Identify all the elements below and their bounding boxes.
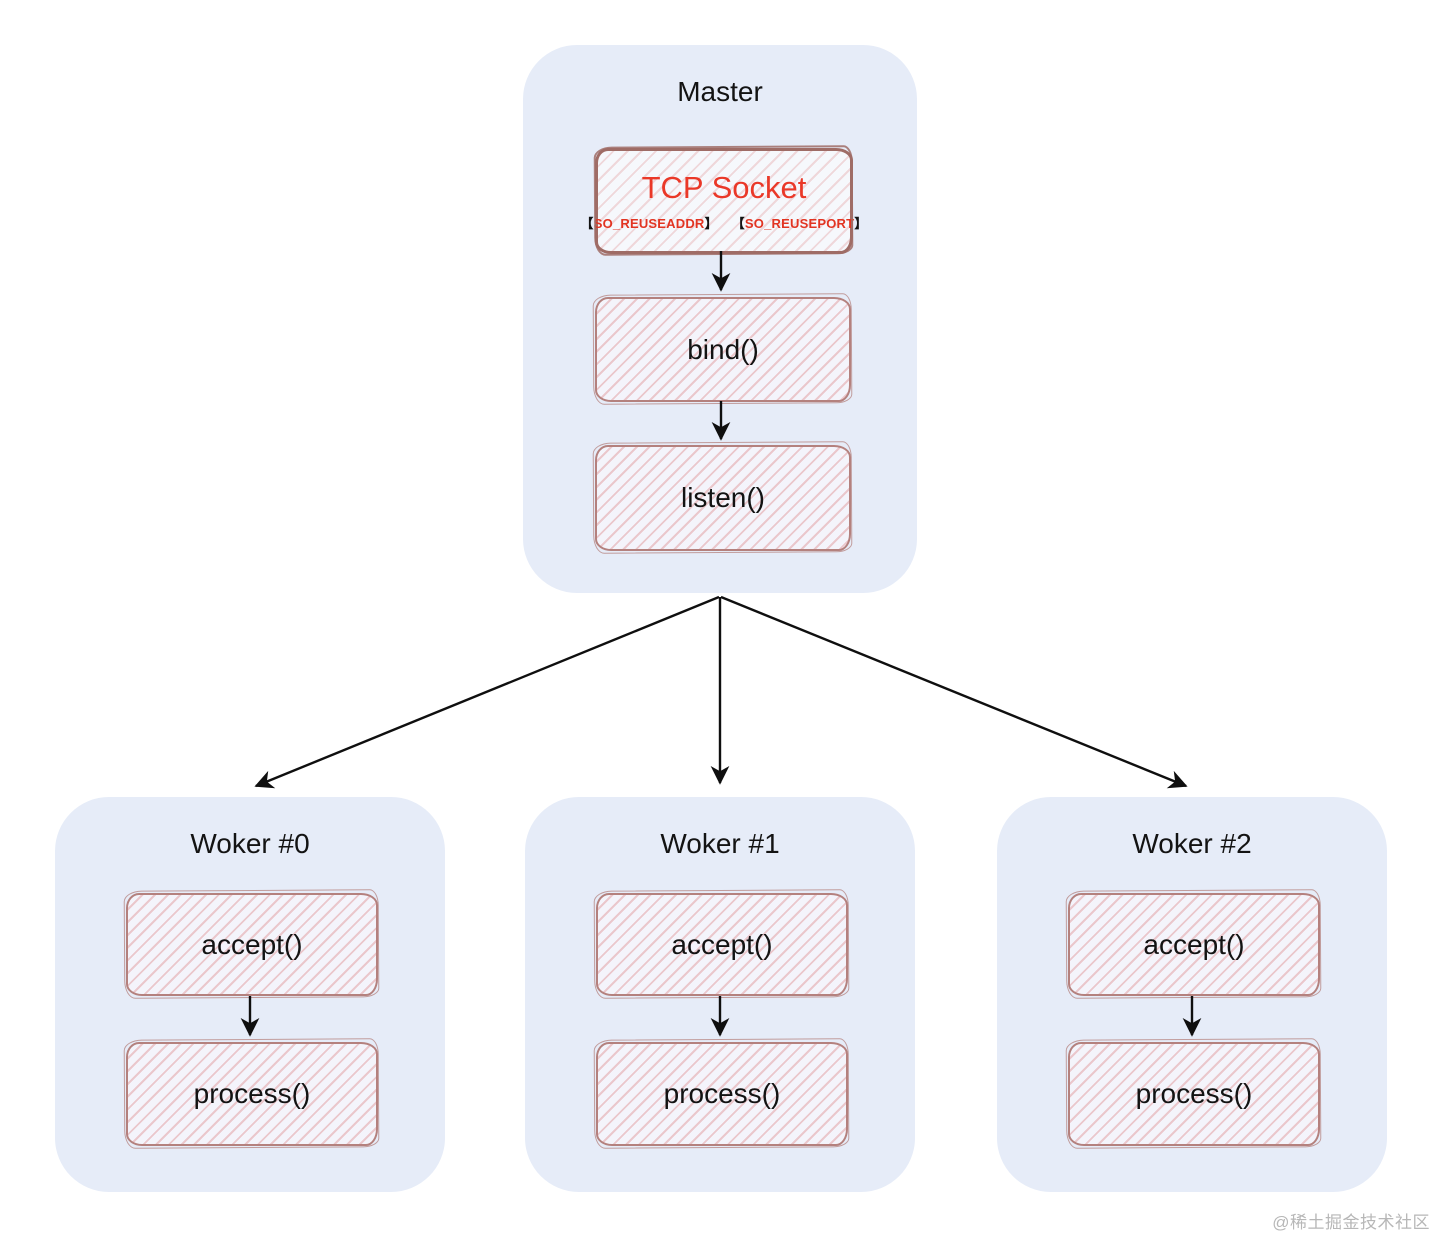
master-title: Master (677, 76, 763, 107)
worker-1-process-box: process() (596, 1042, 848, 1146)
so-reuseaddr-tag: 【SO_REUSEADDR】 (581, 213, 718, 232)
worker-2-container: Woker #2 accept() process() (997, 797, 1387, 1192)
listen-label: listen() (680, 482, 765, 513)
worker-2-title: Woker #2 (1132, 828, 1252, 859)
watermark: @稀土掘金技术社区 (1272, 1213, 1430, 1232)
worker-0-accept-box: accept() (126, 893, 378, 996)
worker-2-accept-box: accept() (1068, 893, 1320, 996)
worker-1-accept-box: accept() (596, 893, 848, 996)
so-reuseport-text: SO_REUSEPORT (744, 216, 855, 231)
listen-box: listen() (595, 445, 851, 551)
so-reuseport-tag: 【SO_REUSEPORT】 (732, 213, 868, 232)
tcp-socket-box: TCP Socket 【SO_REUSEADDR】 【SO_REUSEPORT】 (581, 148, 867, 254)
arrow-master-to-worker-0 (254, 595, 720, 789)
worker-2-accept-label: accept() (1143, 928, 1245, 960)
bind-label: bind() (687, 333, 759, 365)
so-reuseaddr-bracket-open: 【 (580, 216, 594, 231)
so-reuseport-bracket-close: 】 (854, 216, 868, 231)
worker-1-process-label: process() (663, 1078, 781, 1109)
tcp-socket-tags: 【SO_REUSEADDR】 【SO_REUSEPORT】 (581, 213, 868, 232)
so-reuseport-bracket-open: 【 (731, 216, 745, 231)
worker-0-container: Woker #0 accept() process() (55, 797, 445, 1192)
worker-0-accept-label: accept() (201, 928, 303, 960)
master-container: Master TCP Socket 【SO_REUSEADDR】 【SO_REU… (523, 45, 917, 593)
worker-1-container: Woker #1 accept() process() (525, 797, 915, 1192)
worker-2-process-box: process() (1068, 1042, 1320, 1146)
worker-1-title: Woker #1 (660, 828, 780, 859)
worker-0-process-box: process() (126, 1042, 378, 1146)
tcp-socket-label: TCP Socket (641, 170, 807, 205)
worker-0-process-label: process() (193, 1078, 311, 1109)
worker-1-accept-label: accept() (671, 928, 773, 960)
worker-0-title: Woker #0 (190, 828, 310, 859)
so-reuseaddr-text: SO_REUSEADDR (593, 216, 705, 231)
so-reuseaddr-bracket-close: 】 (704, 216, 718, 231)
arrow-master-to-worker-2 (720, 595, 1188, 789)
bind-box: bind() (595, 297, 851, 402)
worker-2-process-label: process() (1135, 1078, 1253, 1109)
